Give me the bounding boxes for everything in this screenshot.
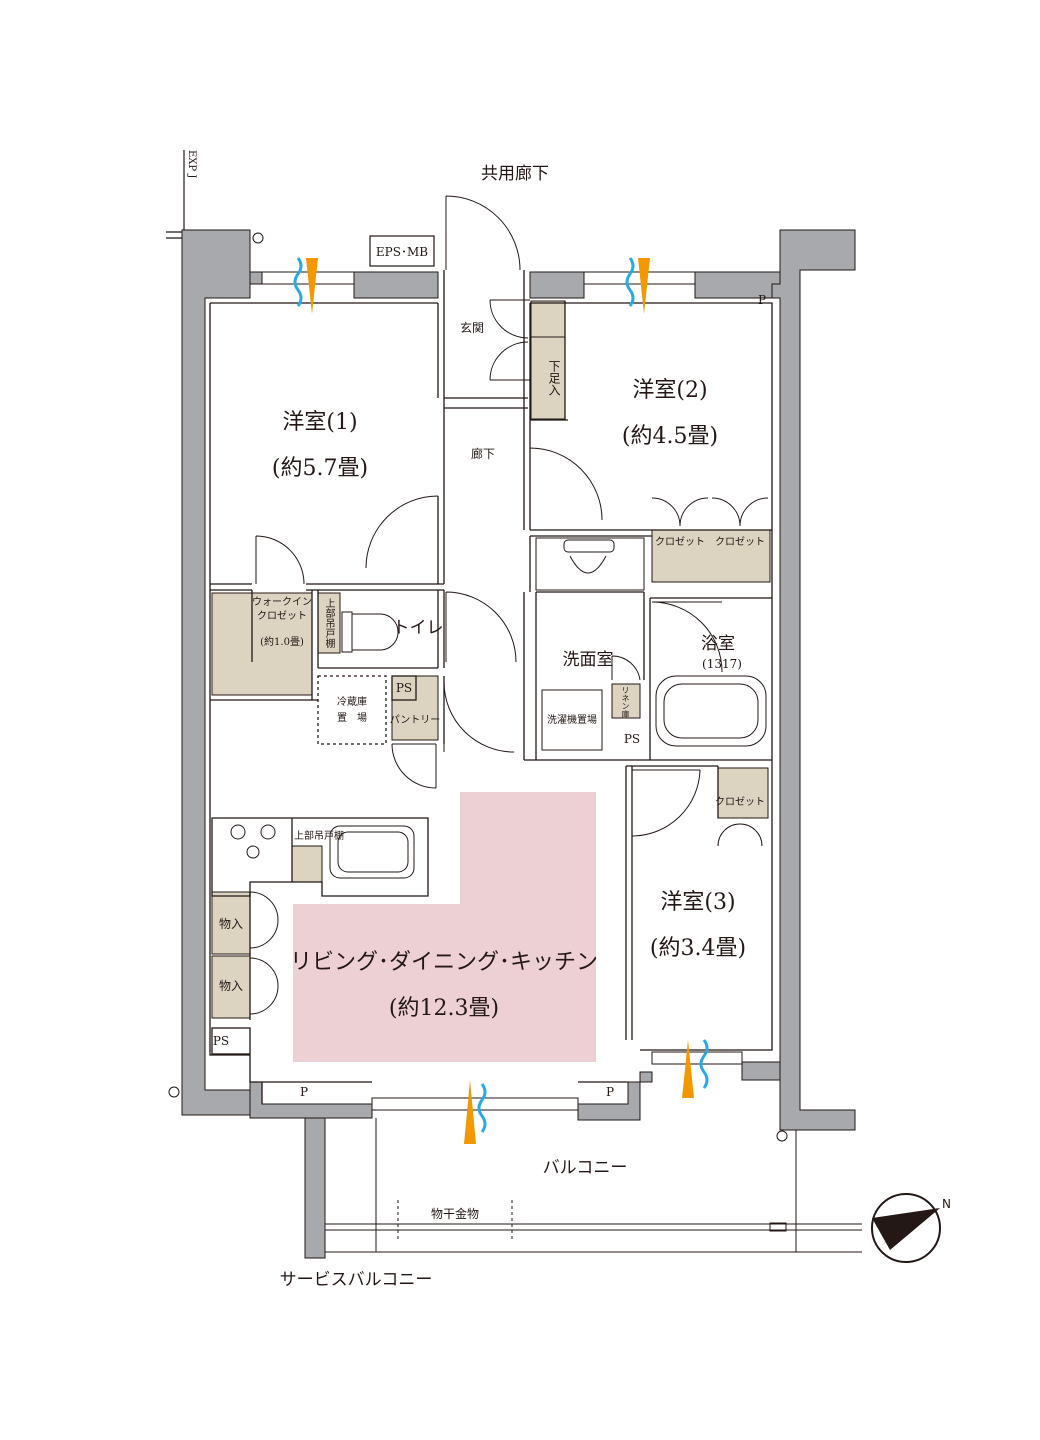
eps-mb-label: EPS･MB <box>375 245 429 259</box>
eps-mb-box <box>369 235 435 267</box>
walkin-closet-size: (約1.0畳) <box>260 637 304 648</box>
fridge-label-2: 置 場 <box>337 713 367 724</box>
washroom-label: 洗面室 <box>562 650 614 670</box>
balcony-rail <box>325 1118 862 1253</box>
storage-label-1: 物入 <box>218 917 244 931</box>
ps-label-1: PS <box>395 681 413 695</box>
door-swings <box>249 195 769 1015</box>
bathroom-size: (1317) <box>702 657 742 671</box>
linen-label: リネン庫 <box>621 686 630 718</box>
p-mark-3: P <box>605 1085 615 1099</box>
room3-size: (約3.4畳) <box>649 936 747 961</box>
linen-storage <box>611 683 641 719</box>
service-balcony-label: サービスバルコニー <box>279 1270 433 1290</box>
exp-j-label: EXP J <box>186 150 197 179</box>
north-compass <box>871 1193 941 1263</box>
kitchen-upper-cabinet <box>291 845 323 883</box>
ldk-area <box>293 792 596 1062</box>
ldk-name: リビング･ダイニング･キッチン <box>289 950 599 975</box>
closet-label-2: クロゼット <box>715 537 765 548</box>
ps-label-3: PS <box>212 1034 230 1048</box>
toilet-label: トイレ <box>392 618 444 638</box>
room1-size: (約5.7畳) <box>271 456 369 481</box>
walkin-closet-label-2: クロゼット <box>257 611 307 622</box>
closet-room3 <box>717 767 769 819</box>
storage-1 <box>211 891 251 955</box>
room2-size: (約4.5畳) <box>621 424 719 449</box>
shoe-box-label: 下足入 <box>547 360 561 396</box>
walkin-closet <box>211 592 313 696</box>
storage-label-2: 物入 <box>218 979 244 993</box>
bathroom-label: 浴室 <box>701 634 735 654</box>
shoe-box <box>530 336 566 420</box>
hallway-label: 廊下 <box>470 447 496 461</box>
fixtures <box>230 537 767 879</box>
shoe-box-top <box>530 300 566 338</box>
north-label: N <box>942 1197 951 1211</box>
kitchen-upper-cabinet-label: 上部吊戸棚 <box>294 831 344 842</box>
common-corridor-label: 共用廊下 <box>481 164 549 184</box>
pantry <box>391 675 439 741</box>
exterior-walls <box>181 229 856 1259</box>
balcony-label: バルコニー <box>542 1158 628 1178</box>
walkin-closet-label-1: ウォークイン <box>252 597 312 608</box>
closet-room3-label: クロゼット <box>715 797 765 808</box>
pantry-label: パントリー <box>389 715 441 726</box>
toilet-upper-cabinet-label: 上部吊戸棚 <box>323 598 334 648</box>
storage-2 <box>211 955 251 1019</box>
ventilation-marks <box>293 257 709 1144</box>
fridge-label-1: 冷蔵庫 <box>337 697 367 708</box>
washer-label: 洗濯機置場 <box>547 715 597 726</box>
p-mark-1: P <box>757 293 767 307</box>
closet-label-1: クロゼット <box>655 537 705 548</box>
room2-name: 洋室(2) <box>632 378 708 403</box>
ldk-size: (約12.3畳) <box>388 996 500 1021</box>
room3-name: 洋室(3) <box>660 890 736 915</box>
entrance-label: 玄関 <box>459 321 485 335</box>
ps-label-2: PS <box>623 732 641 746</box>
closet-room2 <box>651 529 771 583</box>
drying-hardware-label: 物干金物 <box>430 1207 480 1221</box>
room1-name: 洋室(1) <box>282 410 358 435</box>
p-mark-2: P <box>299 1085 309 1099</box>
